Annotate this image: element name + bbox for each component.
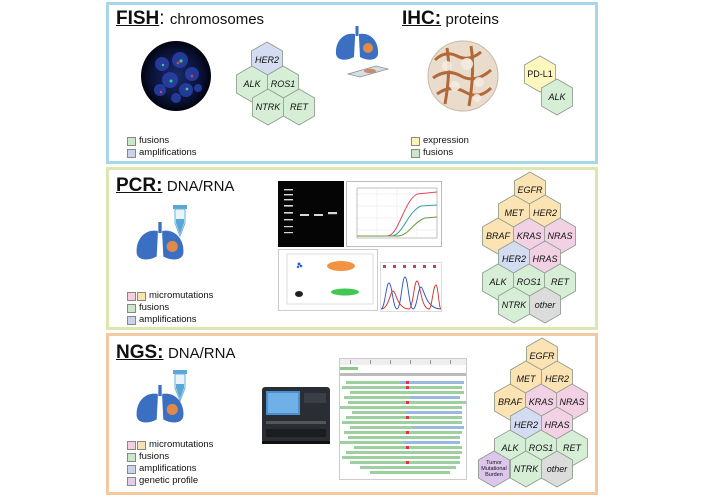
biomarker-label: HRAS	[544, 420, 570, 430]
biomarker-label: HER2	[513, 420, 538, 430]
lungs-icon	[333, 26, 381, 62]
biomarker-label: RET	[563, 443, 581, 453]
ngs-read-alignment-view	[339, 358, 467, 480]
ddpcr-scatter-plot	[278, 249, 378, 311]
biomarker-label: HRAS	[532, 254, 558, 264]
biomarker-label: ALK	[548, 92, 566, 102]
fish-legend: fusions amplifications	[127, 135, 197, 159]
legend-swatch	[127, 452, 136, 462]
biomarker-label: NTRK	[255, 102, 281, 112]
biomarker-label: ROS1	[528, 443, 554, 453]
biomarker-label: ALK	[243, 79, 261, 89]
legend-swatch	[137, 291, 146, 301]
legend-item: micromutations	[127, 439, 213, 451]
legend-swatch	[137, 440, 146, 450]
biomarker-label: NRAS	[559, 397, 585, 407]
ngs-legend: micromutations fusions amplifications ge…	[127, 439, 213, 487]
ihc-legend: expression fusions	[411, 135, 469, 159]
legend-swatch	[127, 476, 136, 486]
ihc-title: IHC: proteins	[402, 8, 499, 29]
legend-item: amplifications	[127, 463, 213, 475]
biomarker-label: KRAS	[516, 231, 542, 241]
glass-slide-icon	[346, 64, 390, 78]
sanger-chromatogram	[380, 262, 442, 312]
ngs-title: NGS: DNA/RNA	[116, 342, 236, 363]
biomarker-hexagon	[477, 450, 511, 488]
sample-tube-icon	[172, 205, 188, 238]
legend-swatch	[127, 291, 136, 301]
biomarker-label: KRAS	[528, 397, 554, 407]
biomarker-label: Tumor Mutational Burden	[481, 460, 507, 478]
biomarker-label: RET	[551, 277, 569, 287]
legend-item: amplifications	[127, 314, 213, 326]
biomarker-hexagon	[541, 78, 573, 116]
gel-electrophoresis-image	[278, 181, 344, 247]
legend-item: genetic profile	[127, 475, 213, 487]
legend-item: fusions	[127, 451, 213, 463]
biomarker-label: MET	[504, 208, 524, 218]
biomarker-label: MET	[516, 374, 536, 384]
legend-item: fusions	[411, 147, 469, 159]
legend-swatch	[127, 136, 136, 146]
lungs-icon	[133, 222, 187, 262]
sample-tube-icon	[172, 370, 188, 403]
biomarker-label: NRAS	[547, 231, 573, 241]
biomarker-label: other	[534, 300, 556, 310]
biomarker-label: NTRK	[513, 464, 539, 474]
biomarker-label: BRAF	[485, 231, 510, 241]
ihc-tissue-image	[427, 40, 499, 112]
biomarker-label: EGFR	[517, 185, 543, 195]
legend-item: micromutations	[127, 290, 213, 302]
biomarker-label: RET	[290, 102, 308, 112]
fish-microscopy-image	[140, 40, 212, 112]
sequencer-icon	[256, 381, 336, 447]
biomarker-label: HER2	[532, 208, 557, 218]
biomarker-hexagon	[524, 55, 556, 93]
lungs-icon	[133, 385, 187, 425]
biomarker-label: PD-L1	[527, 69, 553, 79]
legend-swatch	[127, 464, 136, 474]
biomarker-label: NTRK	[501, 300, 527, 310]
legend-swatch	[127, 440, 136, 450]
biomarker-label: HER2	[254, 55, 279, 65]
biomarker-label: EGFR	[529, 351, 555, 361]
biomarker-label: HER2	[544, 374, 569, 384]
legend-item: amplifications	[127, 147, 197, 159]
biomarker-hexagon	[529, 286, 561, 324]
qpcr-amplification-curve	[346, 181, 442, 247]
legend-swatch	[411, 148, 420, 158]
biomarker-label: other	[546, 464, 568, 474]
biomarker-label: BRAF	[497, 397, 522, 407]
legend-swatch	[127, 303, 136, 313]
pcr-legend: micromutations fusions amplifications	[127, 290, 213, 326]
legend-swatch	[127, 315, 136, 325]
biomarker-label: ALK	[489, 277, 507, 287]
legend-item: fusions	[127, 135, 197, 147]
biomarker-hexagon	[541, 450, 573, 488]
fish-title: FISH: chromosomes	[116, 8, 265, 29]
biomarker-label: ALK	[501, 443, 519, 453]
biomarker-hexagon	[282, 88, 316, 126]
legend-item: fusions	[127, 302, 213, 314]
biomarker-label: HER2	[501, 254, 526, 264]
biomarker-label: ROS1	[516, 277, 542, 287]
legend-swatch	[411, 136, 420, 146]
pcr-title: PCR: DNA/RNA	[116, 175, 235, 196]
legend-swatch	[127, 148, 136, 158]
legend-item: expression	[411, 135, 469, 147]
biomarker-label: ROS1	[270, 79, 296, 89]
